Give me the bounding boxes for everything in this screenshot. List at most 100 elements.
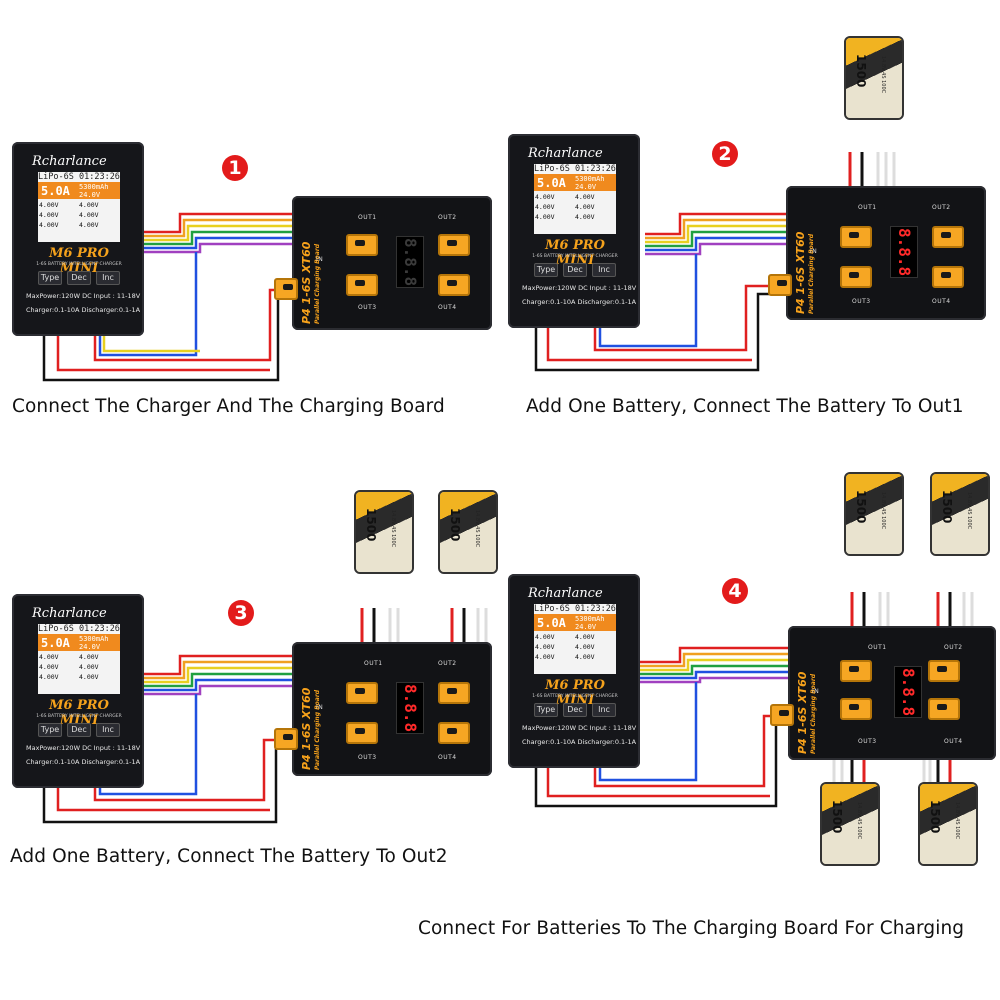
cell-voltages: 4.00V 4.00V 4.00V 4.00V 4.00V 4.00V: [38, 199, 120, 231]
inc-button[interactable]: Inc: [592, 263, 616, 277]
cell-5: 4.00V: [535, 213, 555, 221]
brand-logo: Rcharlance: [528, 586, 603, 601]
board-subtitle: Parallel Charging Board: [808, 233, 815, 314]
cell-1: 4.00V: [39, 201, 59, 209]
battery-spec: 14.8V 4S 100C: [880, 56, 886, 94]
spec-line-1: MaxPower:120W DC Input : 11-18V: [26, 744, 141, 752]
out3-xt60-port[interactable]: [346, 274, 378, 296]
out1-xt60-port[interactable]: [346, 234, 378, 256]
step-number-badge: 1: [222, 155, 248, 181]
input-xt60-plug[interactable]: [274, 278, 298, 300]
capacity-value: 5300mAh: [575, 174, 605, 183]
out1-label: OUT1: [868, 644, 887, 651]
battery-capacity: 1500: [928, 800, 942, 834]
cell-2: 4.00V: [79, 653, 99, 661]
charger-buttons: Type Dec Inc: [38, 271, 120, 285]
battery-capacity: 1500: [854, 490, 868, 524]
inc-button[interactable]: Inc: [96, 723, 120, 737]
out4-xt60-port[interactable]: [438, 722, 470, 744]
battery-capacity: 1500: [448, 508, 462, 542]
type-button[interactable]: Type: [534, 703, 558, 717]
type-button[interactable]: Type: [534, 263, 558, 277]
out4-xt60-port[interactable]: [438, 274, 470, 296]
brand-logo: Rcharlance: [32, 606, 107, 621]
cell-1: 4.00V: [535, 193, 555, 201]
voltage-value: 24.0V: [79, 642, 101, 651]
voltage-value: 24.0V: [79, 190, 101, 199]
current-value: 5.0A: [41, 635, 70, 650]
dec-button[interactable]: Dec: [67, 271, 91, 285]
battery-out4: 1500 14.8V 4S 100C: [918, 782, 978, 866]
out2-xt60-port[interactable]: [438, 234, 470, 256]
spec-line-2: Charger:0.1-10A Discharger:0.1-1A: [26, 758, 141, 766]
inc-button[interactable]: Inc: [592, 703, 616, 717]
input-xt60-plug[interactable]: [770, 704, 794, 726]
voltage-value: 24.0V: [575, 182, 597, 191]
out1-xt60-port[interactable]: [840, 226, 872, 248]
input-xt60-plug[interactable]: [768, 274, 792, 296]
battery-out3: 1500 14.8V 4S 100C: [820, 782, 880, 866]
type-button[interactable]: Type: [38, 723, 62, 737]
out2-xt60-port[interactable]: [438, 682, 470, 704]
in-label: IN: [316, 256, 324, 263]
step-number-badge: 4: [722, 578, 748, 604]
out4-label: OUT4: [438, 754, 457, 761]
voltage-value: 24.0V: [575, 622, 597, 631]
out3-label: OUT3: [858, 738, 877, 745]
out4-xt60-port[interactable]: [932, 266, 964, 288]
current-value: 5.0A: [537, 615, 566, 630]
charger-buttons: Type Dec Inc: [38, 723, 120, 737]
out2-xt60-port[interactable]: [928, 660, 960, 682]
board-title: P4 1-6S XT60: [794, 231, 807, 314]
charger-buttons: Type Dec Inc: [534, 263, 616, 277]
cell-voltages: 4.00V 4.00V 4.00V 4.00V 4.00V 4.00V: [534, 191, 616, 223]
out2-xt60-port[interactable]: [932, 226, 964, 248]
cell-meter-display: 8.8.8: [894, 666, 922, 718]
input-xt60-plug[interactable]: [274, 728, 298, 750]
out4-xt60-port[interactable]: [928, 698, 960, 720]
in-label: IN: [316, 704, 324, 711]
out3-xt60-port[interactable]: [840, 266, 872, 288]
step-1-panel: 1 Rcharlance LiPo-6S 01:23:26 5.0A 5300m…: [0, 0, 500, 430]
step-number-badge: 3: [228, 600, 254, 626]
out3-xt60-port[interactable]: [346, 722, 378, 744]
dec-button[interactable]: Dec: [67, 723, 91, 737]
cell-4: 4.00V: [575, 203, 595, 211]
out3-label: OUT3: [358, 304, 377, 311]
charger: Rcharlance LiPo-6S 01:23:26 5.0A 5300mAh…: [12, 142, 144, 336]
spec-line-1: MaxPower:120W DC Input : 11-18V: [522, 284, 637, 292]
dec-button[interactable]: Dec: [563, 263, 587, 277]
out1-xt60-port[interactable]: [346, 682, 378, 704]
cell-voltages: 4.00V 4.00V 4.00V 4.00V 4.00V 4.00V: [38, 651, 120, 683]
battery-capacity: 1500: [364, 508, 378, 542]
out3-xt60-port[interactable]: [840, 698, 872, 720]
dec-button[interactable]: Dec: [563, 703, 587, 717]
charging-board: P4 1-6S XT60 Parallel Charging Board OUT…: [292, 642, 492, 776]
cell-5: 4.00V: [535, 653, 555, 661]
brand-logo: Rcharlance: [528, 146, 603, 161]
cell-2: 4.00V: [575, 633, 595, 641]
board-title: P4 1-6S XT60: [300, 241, 313, 324]
cell-3: 4.00V: [39, 663, 59, 671]
charger: Rcharlance LiPo-6S 01:23:26 5.0A 5300mAh…: [508, 134, 640, 328]
type-button[interactable]: Type: [38, 271, 62, 285]
wires: [42, 212, 296, 382]
out1-xt60-port[interactable]: [840, 660, 872, 682]
step-3-panel: 3 1500 14.8V 4S 100C 1500 14.8V 4S 100C …: [0, 460, 500, 880]
out4-label: OUT4: [438, 304, 457, 311]
cell-meter-display: 8.8.8: [890, 226, 918, 278]
out3-label: OUT3: [358, 754, 377, 761]
wires: [42, 608, 488, 824]
step-4-caption: Connect For Batteries To The Charging Bo…: [418, 918, 965, 939]
charger: Rcharlance LiPo-6S 01:23:26 5.0A 5300mAh…: [508, 574, 640, 768]
inc-button[interactable]: Inc: [96, 271, 120, 285]
charger-buttons: Type Dec Inc: [534, 703, 616, 717]
out2-label: OUT2: [438, 214, 457, 221]
step-2-caption: Add One Battery, Connect The Battery To …: [526, 396, 964, 417]
screen-status: LiPo-6S 01:23:26: [534, 164, 616, 174]
